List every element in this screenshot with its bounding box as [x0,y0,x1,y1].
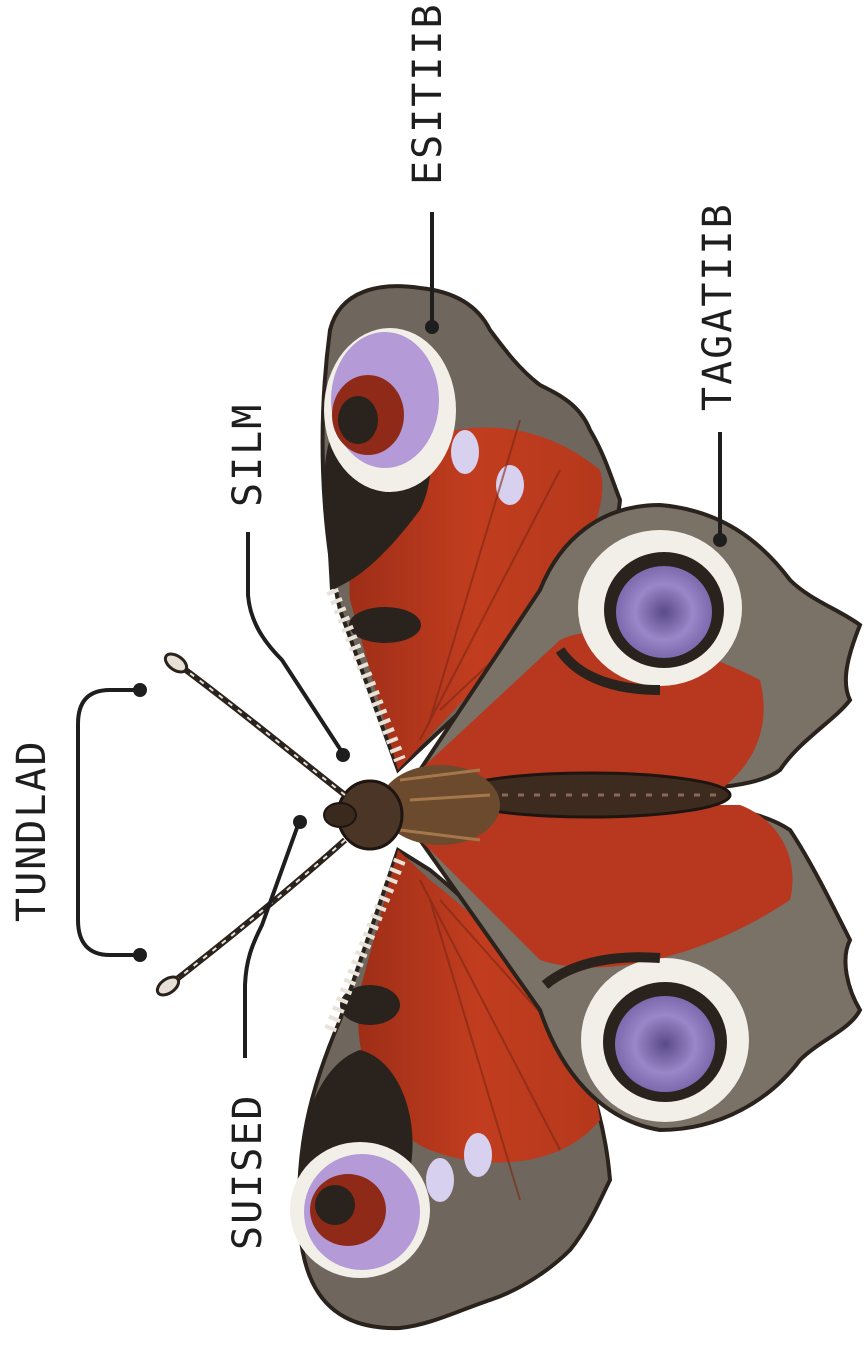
hindwing-label: TAGATIIB [698,202,738,411]
mouthparts-leader-dot [293,815,307,829]
eye-leader-line [248,532,342,752]
forewing-leader-dot [425,320,439,334]
antennae [154,650,345,998]
antennae-label: TUNDLAD [12,739,52,922]
mouthparts-label: SUISED [228,1094,268,1251]
antennae-bracket-dot-top [133,683,147,697]
antennae-bracket-dot-bottom [133,948,147,962]
eye-label: SILM [228,403,268,507]
antennae-bracket [78,690,140,955]
eye-leader-dot [336,748,350,762]
hindwing-leader-dot [713,533,727,547]
mouthparts-leader-line [245,825,298,1058]
forewing-label: ESITIIB [408,2,448,185]
